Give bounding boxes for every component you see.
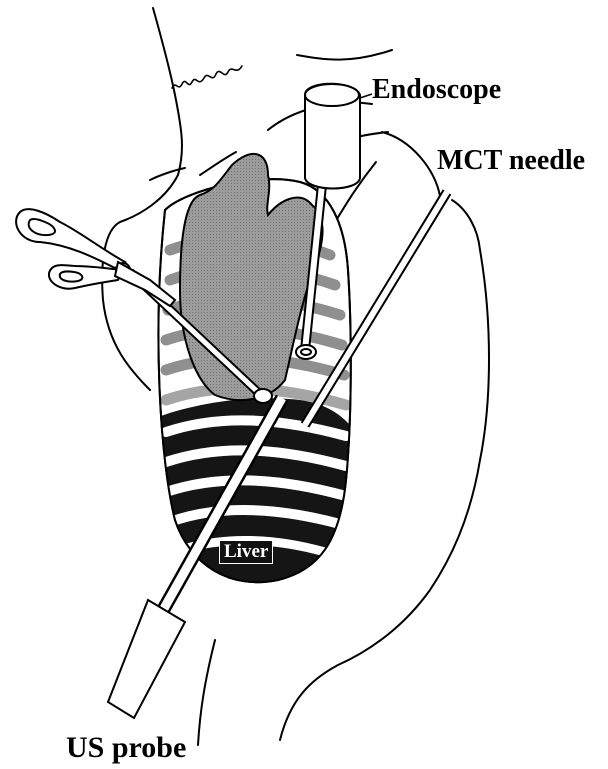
endoscope-label: Endoscope (372, 74, 501, 106)
leader-lines (360, 94, 372, 98)
mct-needle-label: MCT needle (437, 145, 585, 177)
us-probe-label: US probe (66, 731, 186, 765)
liver-label: Liver (219, 540, 273, 564)
